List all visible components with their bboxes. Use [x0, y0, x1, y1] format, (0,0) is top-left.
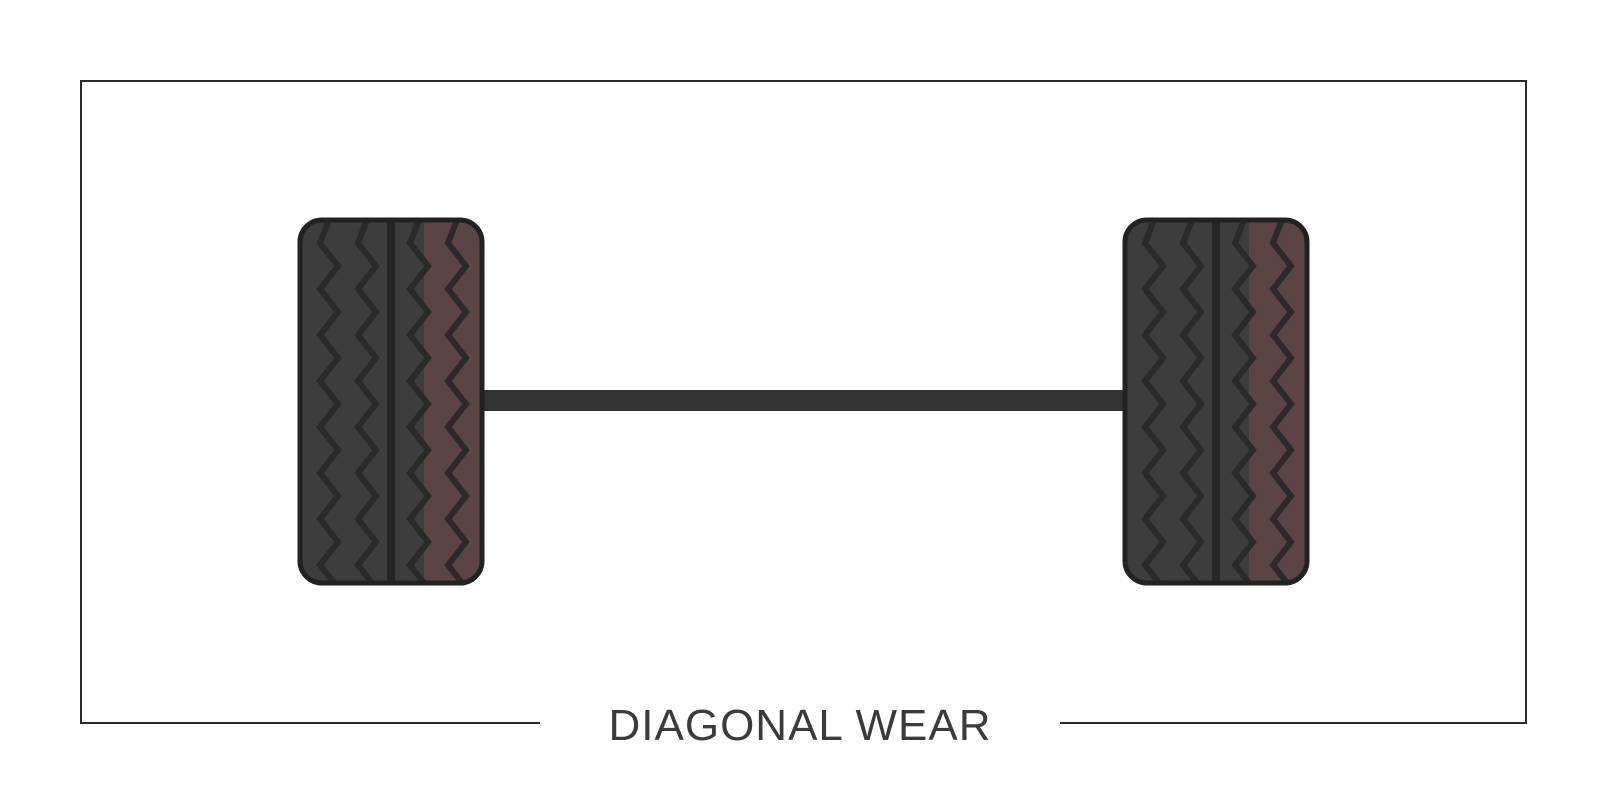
right-tire-outline — [1122, 217, 1310, 586]
right-tread-groove-2 — [1179, 220, 1205, 583]
left-tire-outline — [297, 217, 485, 586]
left-tire — [297, 217, 485, 586]
left-tire-tread — [316, 220, 470, 583]
left-tread-groove-1 — [316, 220, 342, 583]
right-tread-groove-4 — [1269, 220, 1295, 583]
left-tread-groove-3 — [406, 220, 432, 583]
axle — [476, 390, 1132, 411]
left-tread-groove-2 — [354, 220, 380, 583]
right-tire-tread — [1141, 220, 1295, 583]
diagram-caption: DIAGONAL WEAR — [540, 696, 1060, 756]
right-tire-center-groove — [1212, 220, 1220, 583]
left-tire-center-groove — [387, 220, 395, 583]
left-tread-groove-4 — [444, 220, 470, 583]
right-tread-groove-3 — [1231, 220, 1257, 583]
right-tread-groove-1 — [1141, 220, 1167, 583]
right-tire — [1122, 217, 1310, 586]
